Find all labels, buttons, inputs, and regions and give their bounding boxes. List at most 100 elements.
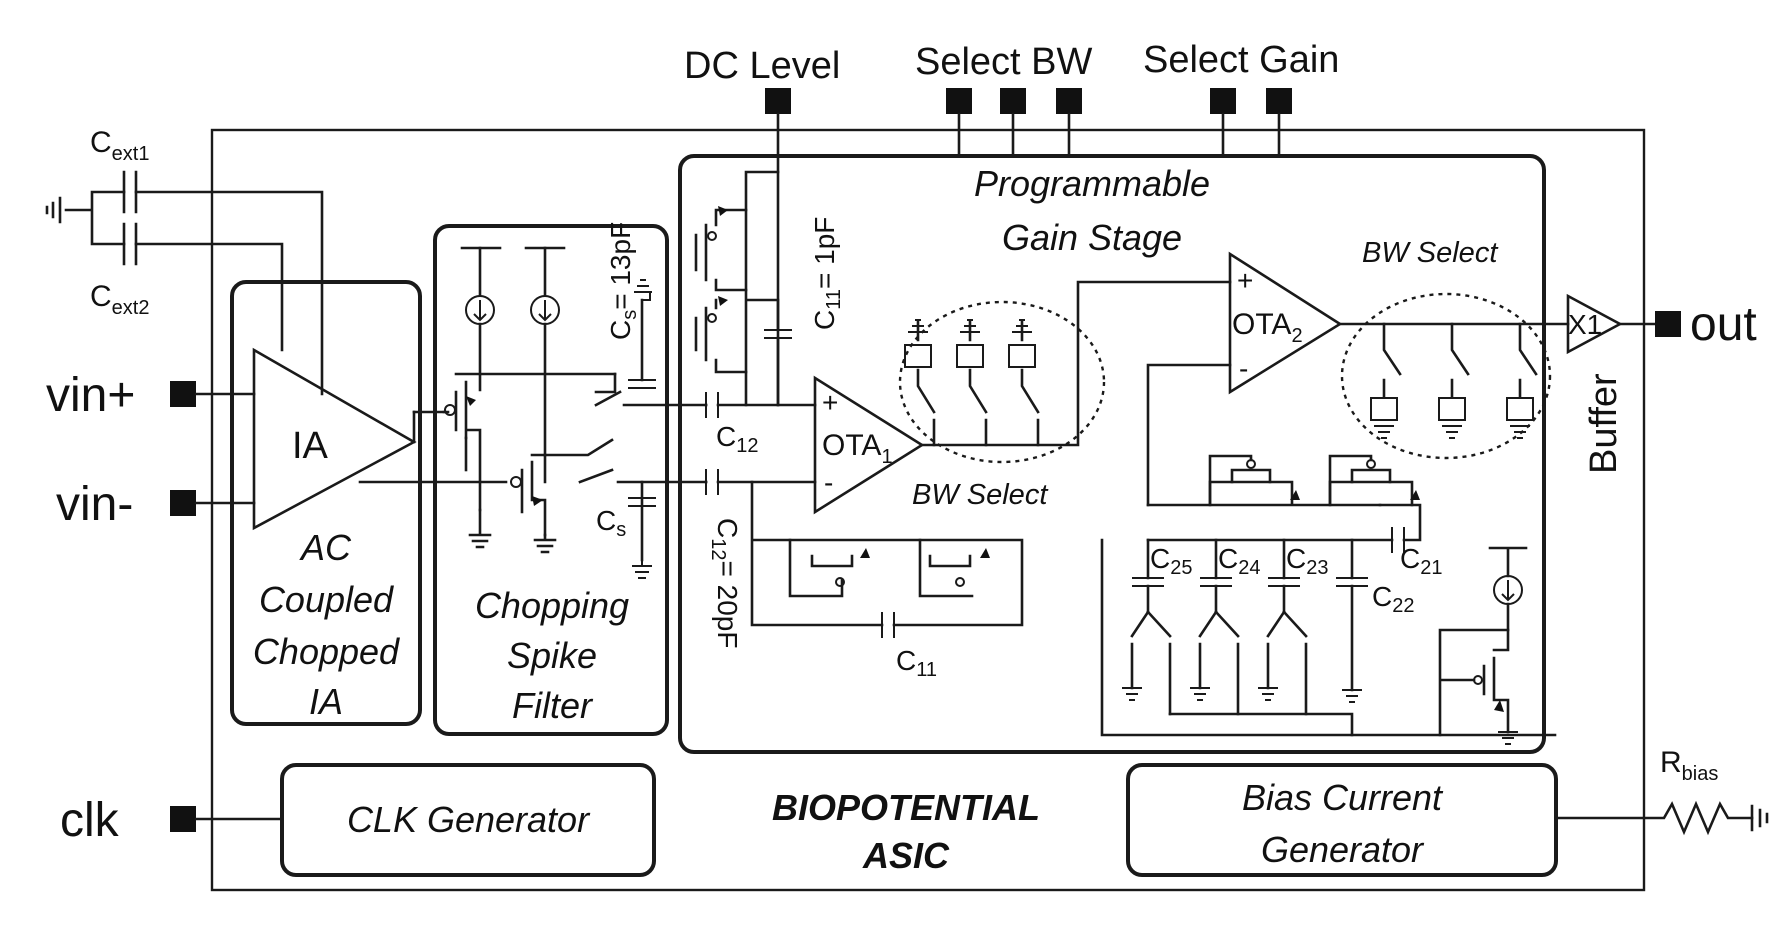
c22-label: C <box>1372 581 1392 612</box>
svg-text:C12= 20pF: C12= 20pF <box>707 518 743 648</box>
spike-filter-title-2: Spike <box>507 635 597 676</box>
clk-pin[interactable] <box>170 806 196 832</box>
pga-title-2: Gain Stage <box>1002 217 1182 258</box>
select-bw-label: Select BW <box>915 41 1093 83</box>
vin-plus-label: vin+ <box>46 369 135 422</box>
ia-symbol: IA <box>292 425 329 467</box>
select-gain-label: Select Gain <box>1143 39 1339 81</box>
c11-value-sub: 11 <box>823 289 845 310</box>
chopping-spike-filter: Cs= 13pF Cs Chopping Spike Filter <box>358 222 708 726</box>
c11-label: C <box>896 645 916 676</box>
c23-label: C <box>1286 543 1306 574</box>
buffer-symbol: X1 <box>1568 309 1602 340</box>
clk-label: clk <box>60 794 120 847</box>
spike-filter-title-1: Chopping <box>475 585 629 626</box>
select-bw-pin-3[interactable] <box>1056 88 1082 114</box>
svg-text:C24: C24 <box>1218 543 1260 579</box>
ia-title-1: AC <box>299 527 352 568</box>
cs-label: C <box>596 505 616 536</box>
c21-label: C <box>1400 543 1420 574</box>
pga-block <box>678 154 1546 754</box>
c12-value-prefix: C <box>712 518 743 538</box>
dc-level-label: DC Level <box>684 45 840 87</box>
select-bw-pin-1[interactable] <box>946 88 972 114</box>
svg-text:C22: C22 <box>1372 581 1414 617</box>
bias-generator-label-2: Generator <box>1261 829 1425 870</box>
bias-generator-label-1: Bias Current <box>1242 777 1444 818</box>
c12-label-sub: 12 <box>736 435 758 457</box>
bw-select-1-label: BW Select <box>912 479 1049 511</box>
spike-filter-block <box>433 224 669 736</box>
top-pins: DC Level Select BW Select Gain <box>684 39 1339 407</box>
output-buffer: X1 Buffer out <box>1566 293 1757 474</box>
bw-select-2-region <box>1340 292 1552 460</box>
cs-value-prefix: C <box>605 320 636 340</box>
c24-label: C <box>1218 543 1238 574</box>
out-label: out <box>1690 298 1757 351</box>
c24-sub: 24 <box>1238 557 1260 579</box>
select-gain-pin-2[interactable] <box>1266 88 1292 114</box>
svg-text:C21: C21 <box>1400 543 1442 579</box>
external-capacitors: Cext1 Cext2 <box>45 126 324 396</box>
svg-text:C11: C11 <box>896 645 937 681</box>
ota2-minus: - <box>1239 353 1248 384</box>
c-ext1-sub: ext1 <box>112 143 150 165</box>
ota1-label: OTA <box>822 429 881 462</box>
ota2-plus: + <box>1237 265 1253 296</box>
ota1-sub: 1 <box>881 446 892 468</box>
clk-generator-label: CLK Generator <box>347 799 591 840</box>
c11-value-suffix: = 1pF <box>809 217 840 289</box>
ota2-sub: 2 <box>1291 325 1302 347</box>
svg-text:Cext2: Cext2 <box>90 280 149 319</box>
ota2-label: OTA <box>1232 308 1291 341</box>
asic-boundary <box>210 128 1646 892</box>
c11-label-sub: 11 <box>916 659 937 681</box>
instrumentation-amplifier: IA AC Coupled Chopped IA <box>252 347 417 722</box>
svg-text:Cext1: Cext1 <box>90 126 149 165</box>
svg-text:C25: C25 <box>1150 543 1192 579</box>
programmable-gain-stage: Programmable Gain Stage C12 C12= 20pF C1… <box>694 163 1570 745</box>
c22-sub: 22 <box>1392 595 1414 617</box>
buffer-label: Buffer <box>1583 373 1625 474</box>
select-gain-pin-1[interactable] <box>1210 88 1236 114</box>
bw-select-1-region <box>898 300 1106 464</box>
cs-value-suffix: = 13pF <box>605 222 636 310</box>
svg-text:Rbias: Rbias <box>1660 746 1718 785</box>
dc-level-pin[interactable] <box>765 88 791 114</box>
svg-text:OTA2: OTA2 <box>1232 308 1303 347</box>
bias-resistor: Rbias <box>1554 746 1769 836</box>
c-ext2-label: C <box>90 280 112 313</box>
c12-value-suffix: = 20pF <box>712 560 743 648</box>
c-ext2-sub: ext2 <box>112 297 150 319</box>
c25-sub: 25 <box>1170 557 1192 579</box>
r-bias-sub: bias <box>1682 763 1719 785</box>
vin-minus-label: vin- <box>56 478 133 531</box>
out-pin[interactable] <box>1655 311 1681 337</box>
svg-text:C23: C23 <box>1286 543 1328 579</box>
pga-title-1: Programmable <box>974 163 1210 204</box>
bias-current-generator-block <box>1126 763 1558 877</box>
cs-label-sub: s <box>616 519 626 541</box>
ota1-minus: - <box>824 467 833 498</box>
c11-value-prefix: C <box>809 310 840 330</box>
ia-title-2: Coupled <box>259 579 394 620</box>
c-ext1-label: C <box>90 126 112 159</box>
ia-title-4: IA <box>309 681 343 722</box>
bw-select-2-label: BW Select <box>1362 237 1499 269</box>
svg-text:Cs= 13pF: Cs= 13pF <box>605 222 641 340</box>
svg-text:C11= 1pF: C11= 1pF <box>809 217 845 330</box>
spike-filter-title-3: Filter <box>512 685 594 726</box>
asic-title-2: ASIC <box>862 835 950 876</box>
svg-text:C12: C12 <box>716 421 758 457</box>
asic-title-1: BIOPOTENTIAL <box>772 787 1040 828</box>
c23-sub: 23 <box>1306 557 1328 579</box>
c21-sub: 21 <box>1420 557 1442 579</box>
svg-text:OTA1: OTA1 <box>822 429 893 468</box>
c12-value-sub: 12 <box>707 538 729 560</box>
vin-minus-pin[interactable] <box>170 490 196 516</box>
r-bias-label: R <box>1660 746 1682 779</box>
select-bw-pin-2[interactable] <box>1000 88 1026 114</box>
cs-value-sub: s <box>619 310 641 320</box>
vin-plus-pin[interactable] <box>170 381 196 407</box>
